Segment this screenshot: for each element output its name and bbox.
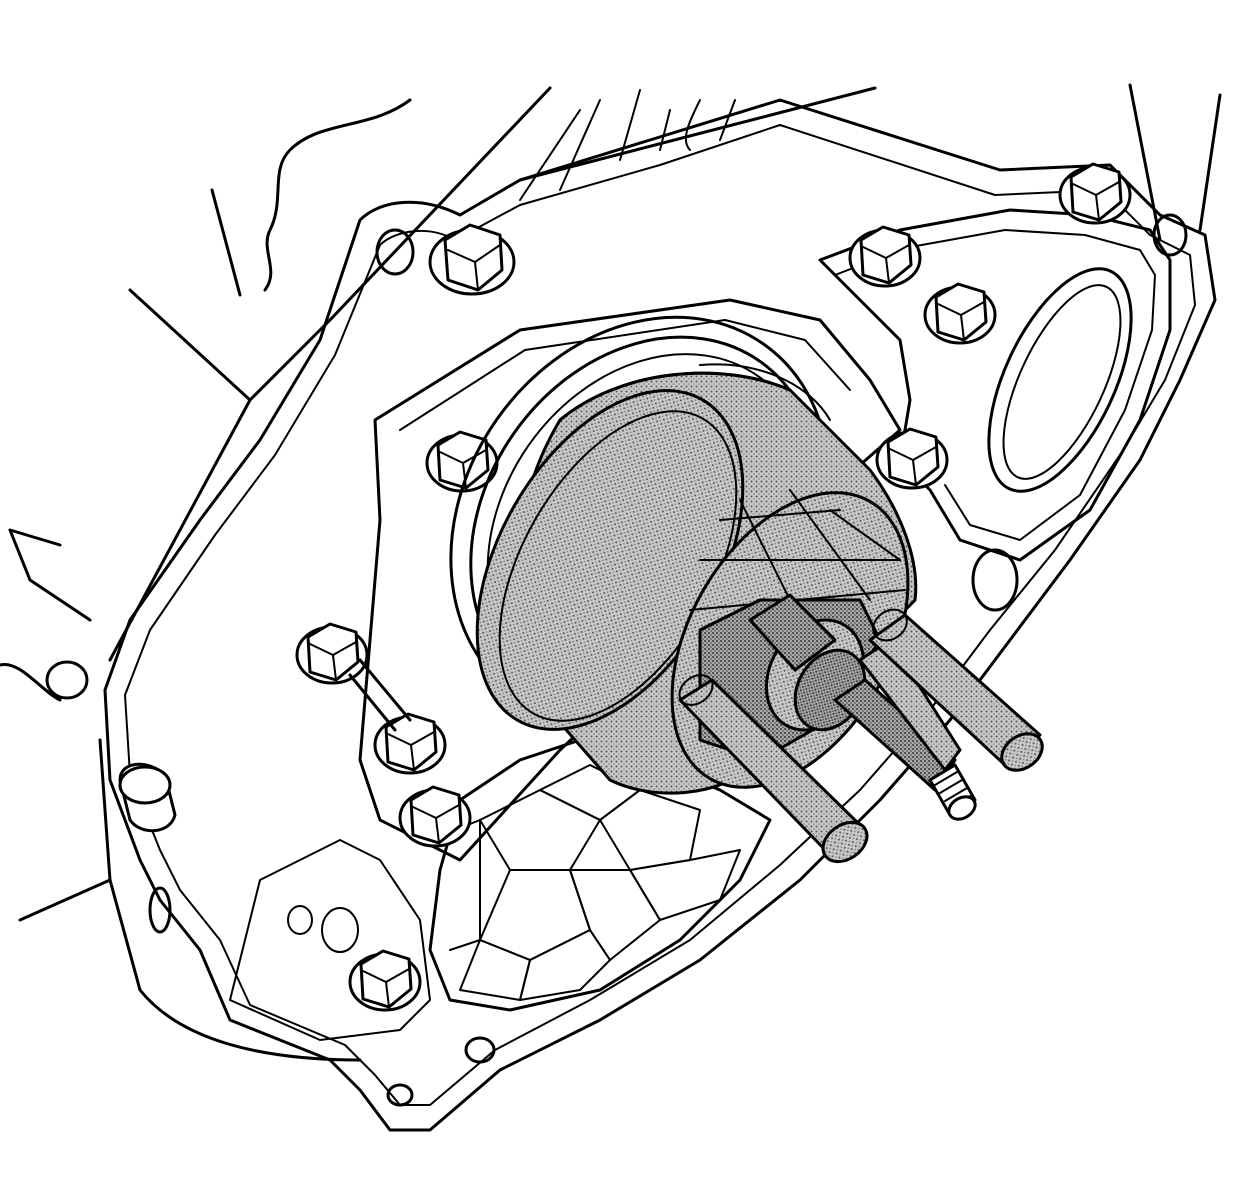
bolt-hex-icon bbox=[428, 223, 516, 296]
rear-cover-housing bbox=[45, 98, 1217, 1132]
bolt-hex-icon bbox=[373, 712, 447, 775]
housing-bolts bbox=[295, 162, 1132, 1012]
bolt-hex-icon bbox=[295, 622, 369, 685]
bolt-hex-icon bbox=[1058, 162, 1132, 225]
bolt-hex-icon bbox=[875, 427, 949, 490]
bolt-hex-icon bbox=[398, 785, 472, 848]
bolt-hex-icon bbox=[348, 949, 422, 1012]
bolt-hex-icon bbox=[923, 282, 997, 345]
seal-installer-tool bbox=[475, 363, 1044, 864]
bolt-hex-icon bbox=[848, 225, 922, 288]
